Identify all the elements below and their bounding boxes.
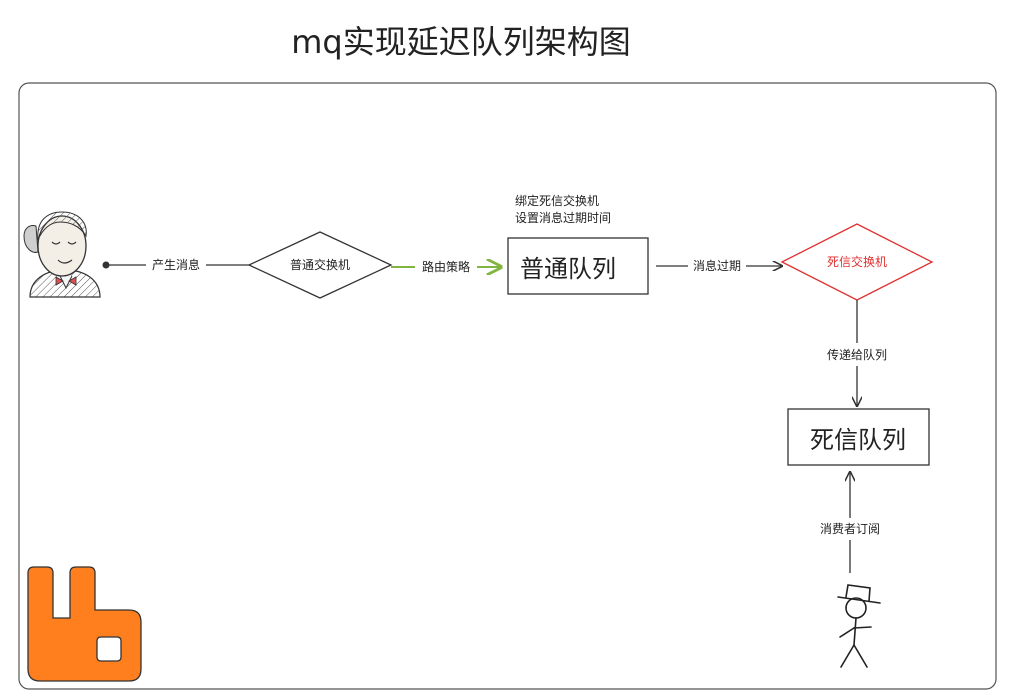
rabbitmq-logo-icon — [27, 566, 142, 682]
page-title: mq实现延迟队列架构图 — [291, 23, 631, 61]
dead-letter-queue-node: 死信队列 — [787, 408, 930, 466]
edge-label-produce: 产生消息 — [152, 257, 200, 272]
jenkins-butler-icon — [23, 211, 101, 298]
edge-label-expire: 消息过期 — [693, 258, 741, 273]
diagram-frame — [18, 82, 997, 690]
edge-expire: 消息过期 — [656, 258, 782, 273]
edge-label-routing: 路由策略 — [422, 259, 470, 274]
normal-exchange-node: 普通交换机 — [247, 231, 393, 299]
edge-routing: 路由策略 — [391, 259, 501, 274]
edge-label-subscribe: 消费者订阅 — [820, 522, 880, 536]
edge-deliver: 传递给队列 — [827, 300, 887, 406]
dead-letter-exchange-node: 死信交换机 — [780, 223, 934, 301]
edge-label-deliver: 传递给队列 — [827, 347, 887, 362]
dead-letter-queue-label: 死信队列 — [810, 426, 906, 454]
queue-binding-note-line1: 绑定死信交换机 — [515, 193, 599, 208]
stick-figure-with-hat-icon — [837, 584, 881, 668]
normal-queue-node: 普通队列 — [507, 237, 649, 295]
edge-produce: 产生消息 — [102, 257, 249, 272]
normal-exchange-label: 普通交换机 — [290, 257, 350, 272]
normal-queue-label: 普通队列 — [520, 255, 616, 283]
queue-binding-note-line2: 设置消息过期时间 — [515, 210, 611, 225]
dead-letter-exchange-label: 死信交换机 — [827, 254, 887, 269]
edge-subscribe: 消费者订阅 — [820, 472, 880, 573]
